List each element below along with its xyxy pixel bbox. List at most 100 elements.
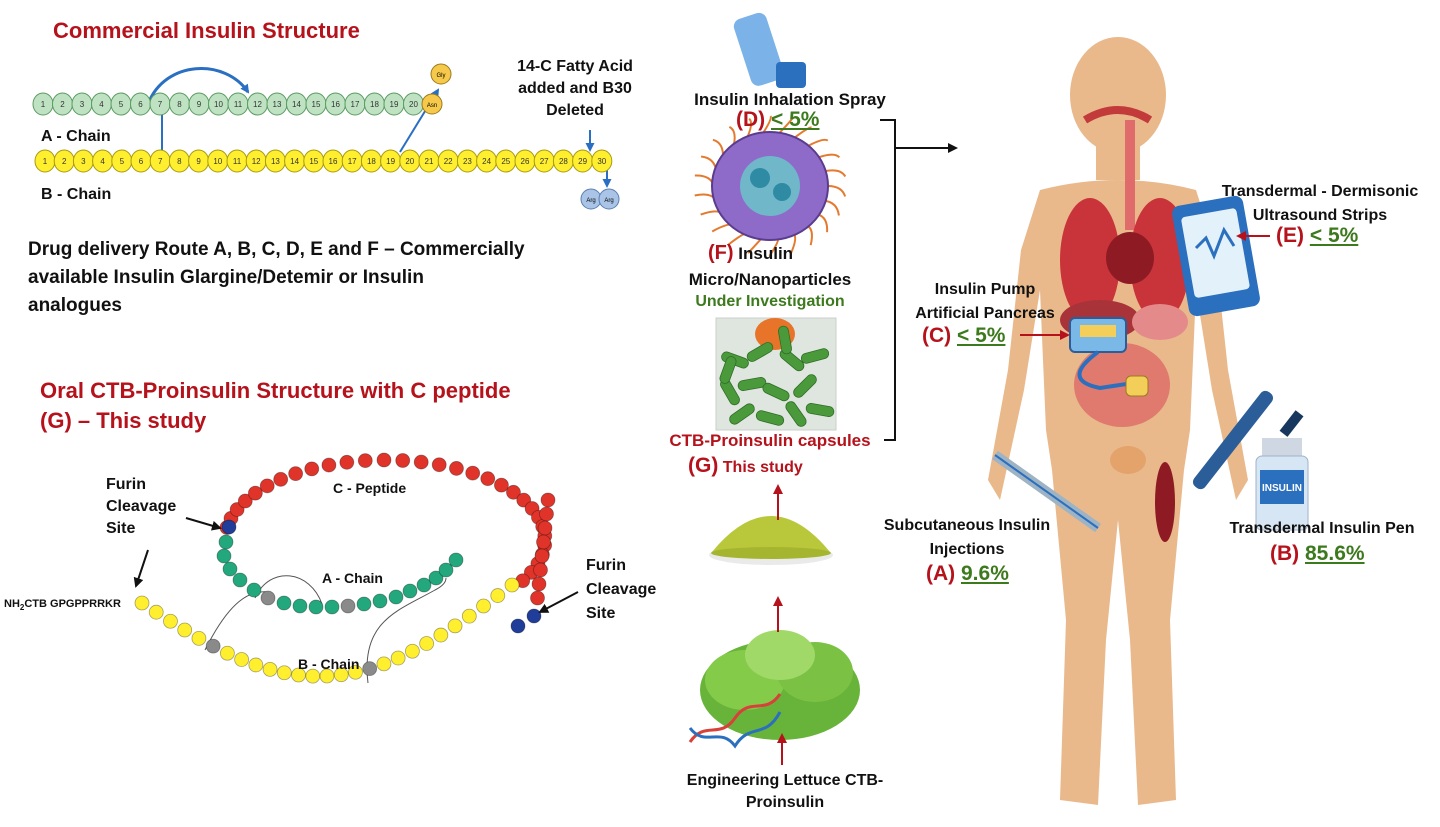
ring-a-chain-label: A - Chain — [322, 570, 383, 586]
route-b-letter: (B) — [1270, 542, 1300, 565]
fatty-acid-line-3: Deleted — [546, 102, 604, 119]
arg-bead-2 — [598, 188, 620, 210]
nanoparticle-icon — [694, 115, 847, 257]
commercial-a-chain-label: A - Chain — [41, 128, 111, 145]
a-chain-bead — [372, 593, 388, 609]
route-f-line: (F) Insulin — [708, 242, 793, 265]
route-e-line: (E) < 5% — [1276, 224, 1358, 248]
c-peptide-bead — [321, 457, 337, 473]
route-c-name-line-1: Insulin Pump — [934, 281, 1036, 298]
a-chain-bead — [356, 596, 372, 612]
nh2-sub: 2 — [19, 603, 25, 613]
lettuce-label-line-2: Proinsulin — [745, 794, 825, 811]
disulfide-thread-3 — [366, 577, 447, 684]
b-chain-bead-label-2: 2 — [62, 157, 67, 166]
furin-right-label: Furin Cleavage Site — [586, 554, 656, 626]
c-peptide-label: C - Peptide — [333, 480, 407, 496]
c-peptide-bead — [237, 493, 253, 509]
oral-title-line-2: (G) – This study — [40, 408, 207, 433]
nh2-pointer-arrow — [133, 549, 149, 588]
b-chain-bead-label-24: 24 — [482, 157, 491, 166]
b-chain-bead — [148, 604, 164, 620]
route-bracket — [880, 119, 896, 441]
a-chain-bead — [388, 589, 404, 605]
disulfide-thread-2 — [204, 591, 269, 651]
a-chain-bead-label-17: 17 — [351, 100, 360, 109]
b-chain-bead — [476, 598, 491, 614]
b-chain-bead-label-27: 27 — [540, 157, 549, 166]
b-chain-bead — [234, 652, 250, 667]
route-e-name-line-2: Ultrasound Strips — [1252, 207, 1388, 224]
b-chain-bead — [134, 595, 150, 611]
c-peptide-bead — [259, 478, 275, 494]
b-chain-bead-label-17: 17 — [348, 157, 357, 166]
b-chain-bead-label-1: 1 — [43, 157, 48, 166]
b-chain-bead — [248, 657, 264, 673]
delivery-note-line-1: Drug delivery Route A, B, C, D, E and F … — [28, 239, 525, 260]
b-chain-bead — [461, 608, 477, 624]
nh2-prefix: NH — [4, 598, 20, 610]
route-c-letter: (C) — [922, 324, 952, 347]
b-chain-bead-label-18: 18 — [367, 157, 376, 166]
furin-right-line-2: Cleavage — [586, 581, 657, 598]
a-chain-bead — [428, 570, 444, 586]
lettuce-label: Engineering Lettuce CTB- Proinsulin — [660, 770, 910, 814]
fatty-acid-line-1: 14-C Fatty Acid — [517, 58, 633, 75]
a-chain-bead-label-1: 1 — [41, 100, 46, 109]
b-chain-bead — [348, 664, 363, 680]
b-chain-bead-label-3: 3 — [81, 157, 86, 166]
route-b-value: 85.6% — [1305, 542, 1365, 565]
asn-bead — [421, 93, 443, 115]
c-peptide-bead — [494, 477, 509, 493]
route-a-name-line-1: Subcutaneous Insulin — [883, 517, 1051, 534]
b-chain-bead-label-9: 9 — [196, 157, 201, 166]
c-peptide-bead — [506, 484, 521, 500]
b-chain-bead-label-10: 10 — [213, 157, 222, 166]
b-chain-bead-label-16: 16 — [329, 157, 338, 166]
c-peptide-bead — [537, 520, 553, 536]
c-peptide-bead — [395, 453, 411, 468]
delivery-note-line-3: analogues — [28, 295, 122, 316]
a-chain-bead — [246, 582, 262, 598]
b-chain-bead-label-20: 20 — [405, 157, 414, 166]
c-peptide-bead — [536, 534, 551, 550]
c-peptide-bead — [540, 492, 556, 508]
a-chain-bead-label-20: 20 — [409, 100, 418, 109]
b-chain-bead-label-29: 29 — [578, 157, 587, 166]
a-chain-bead-label-16: 16 — [331, 100, 340, 109]
route-a-name: Subcutaneous Insulin Injections — [862, 514, 1072, 562]
b-chain-bead — [490, 588, 506, 603]
a-chain-bead-label-3: 3 — [80, 100, 85, 109]
a-chain-bead-label-2: 2 — [60, 100, 65, 109]
b-chain-bead-label-4: 4 — [100, 157, 105, 166]
b-chain-bead-label-12: 12 — [252, 157, 261, 166]
c-peptide-bead — [431, 457, 447, 473]
c-peptide-bead — [533, 562, 548, 578]
a-chain-bead — [438, 562, 454, 578]
a-chain-bead-label-12: 12 — [253, 100, 262, 109]
c-peptide-bead — [376, 452, 392, 468]
syringe-icon — [992, 450, 1101, 533]
b-chain-bead-label-7: 7 — [158, 157, 163, 166]
furin-site-bead-left — [221, 519, 237, 535]
route-c-value: < 5% — [957, 324, 1006, 347]
route-e-name: Transdermal - Dermisonic Ultrasound Stri… — [1200, 180, 1440, 228]
a-chain-bead — [324, 599, 340, 615]
a-chain-bead — [402, 583, 418, 599]
a-chain-bead-label-14: 14 — [292, 100, 301, 109]
a-chain-bead-label-7: 7 — [158, 100, 163, 109]
b-chain-bead — [305, 668, 321, 684]
insulin-vial-icon: INSULIN — [1255, 438, 1309, 531]
route-b-line: (B) 85.6% — [1270, 542, 1365, 566]
oral-title-line-1: Oral CTB-Proinsulin Structure with C pep… — [40, 378, 511, 403]
b-chain-bead — [291, 667, 306, 683]
furin-right-line-3: Site — [586, 605, 616, 622]
furin-left-arrow — [185, 517, 222, 531]
b-chain-bead-label-5: 5 — [120, 157, 125, 166]
c-peptide-bead — [480, 471, 496, 487]
route-g-line: (G) This study — [688, 454, 803, 478]
b-chain-bead-30 — [591, 149, 613, 173]
a-chain-bead — [308, 599, 324, 615]
c-peptide-bead — [534, 548, 550, 564]
arg-label-2: Arg — [604, 198, 613, 204]
